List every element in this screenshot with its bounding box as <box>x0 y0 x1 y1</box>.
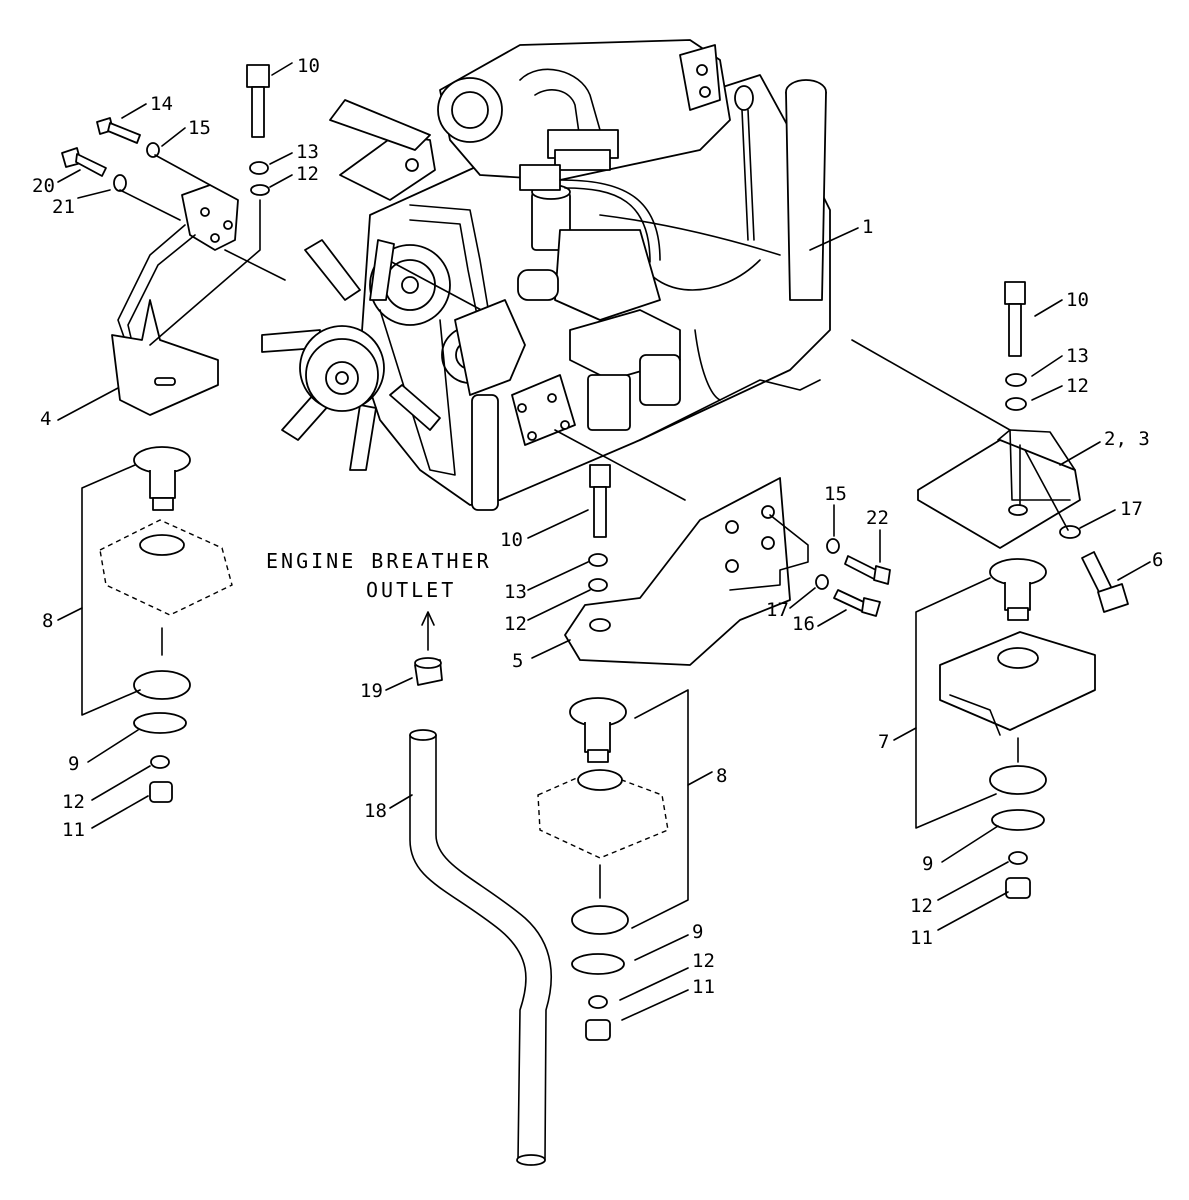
callout-11-center: 11 <box>692 976 715 998</box>
callout-4: 4 <box>40 408 51 430</box>
callout-10-right: 10 <box>1066 289 1089 311</box>
breather-fitting-19 <box>414 657 443 686</box>
left-isolator-top <box>133 446 191 511</box>
callout-12-top: 12 <box>296 163 319 185</box>
nut-11-right <box>1005 877 1031 899</box>
bolt-6 <box>1081 551 1129 613</box>
right-isolator-cup <box>939 631 1096 736</box>
washer-12-center <box>588 578 608 592</box>
front-left-bracket <box>111 184 239 416</box>
callout-10-top: 10 <box>297 55 320 77</box>
right-mount-bracket <box>917 429 1081 549</box>
callout-15-right: 15 <box>824 483 847 505</box>
bolt-10-top <box>246 64 270 138</box>
callout-9-right: 9 <box>922 853 933 875</box>
washer-15-top <box>146 142 160 158</box>
cooling-fan <box>261 239 441 471</box>
callout-7: 7 <box>878 731 889 753</box>
washer-12-right-upper <box>1005 397 1027 411</box>
bolt-10-right <box>1004 281 1026 357</box>
callout-12-right-lower: 12 <box>910 895 933 917</box>
callout-12-center-bracket: 12 <box>504 613 527 635</box>
callout-15-top: 15 <box>188 117 211 139</box>
washer-15-right <box>826 538 840 554</box>
washer-17-right <box>1059 525 1081 539</box>
washer-21 <box>113 174 127 192</box>
callout-9-center: 9 <box>692 921 703 943</box>
washer-12-right-lower <box>1008 851 1028 865</box>
callouts: 1 2, 3 4 5 6 7 8 8 9 9 9 10 10 10 11 11 … <box>32 55 1163 998</box>
center-isolator-cup <box>537 769 669 859</box>
callout-8-left: 8 <box>42 610 53 632</box>
washer-13-right <box>1005 373 1027 387</box>
washer-13-center <box>588 553 608 567</box>
callout-17-center: 17 <box>766 599 789 621</box>
callout-14: 14 <box>150 93 173 115</box>
callout-12-left: 12 <box>62 791 85 813</box>
washer-9-center <box>571 953 625 975</box>
callout-12-right-upper: 12 <box>1066 375 1089 397</box>
callout-22: 22 <box>866 507 889 529</box>
washer-12-top <box>250 184 270 196</box>
right-isolator-top <box>989 558 1047 621</box>
callout-5: 5 <box>512 650 523 672</box>
washer-13-top <box>249 161 269 175</box>
callout-13-top: 13 <box>296 141 319 163</box>
washer-9-left <box>133 712 187 734</box>
callout-9-left: 9 <box>68 753 79 775</box>
left-isolator-cup <box>99 519 233 616</box>
washer-17-center <box>815 574 829 590</box>
bolt-14 <box>96 117 141 144</box>
washer-9-right <box>991 809 1045 831</box>
callout-2-3: 2, 3 <box>1104 428 1150 450</box>
left-isolator-bottom <box>133 670 191 700</box>
washer-12-center-lower <box>588 995 608 1009</box>
leader-lines <box>57 62 1151 1021</box>
engine-assembly <box>261 39 831 511</box>
callout-13-right: 13 <box>1066 345 1089 367</box>
bolt-10-center <box>589 464 611 538</box>
callout-8-center: 8 <box>716 765 727 787</box>
washer-12-left <box>150 755 170 769</box>
center-isolator-top <box>569 697 627 763</box>
callout-13-center: 13 <box>504 581 527 603</box>
callout-10-center: 10 <box>500 529 523 551</box>
nut-11-left <box>149 781 173 803</box>
callout-11-right: 11 <box>910 927 933 949</box>
center-isolator-bottom <box>571 905 629 935</box>
right-isolator-bottom <box>989 765 1047 795</box>
breather-arrow <box>421 611 435 651</box>
callout-6: 6 <box>1152 549 1163 571</box>
callout-17-right: 17 <box>1120 498 1143 520</box>
bolt-22 <box>844 555 891 585</box>
breather-note-line2: OUTLET <box>366 578 456 602</box>
callout-11-left: 11 <box>62 819 85 841</box>
callout-21: 21 <box>52 196 75 218</box>
callout-1: 1 <box>862 216 873 238</box>
breather-note-line1: ENGINE BREATHER <box>266 549 492 573</box>
nut-11-center <box>585 1019 611 1041</box>
bolt-20 <box>61 147 107 177</box>
callout-12-center-lower: 12 <box>692 950 715 972</box>
bolt-16 <box>833 589 881 617</box>
callout-20: 20 <box>32 175 55 197</box>
callout-19: 19 <box>360 680 383 702</box>
callout-16: 16 <box>792 613 815 635</box>
rear-center-bracket <box>564 477 791 666</box>
callout-18: 18 <box>364 800 387 822</box>
breather-hose-18 <box>409 729 553 1166</box>
